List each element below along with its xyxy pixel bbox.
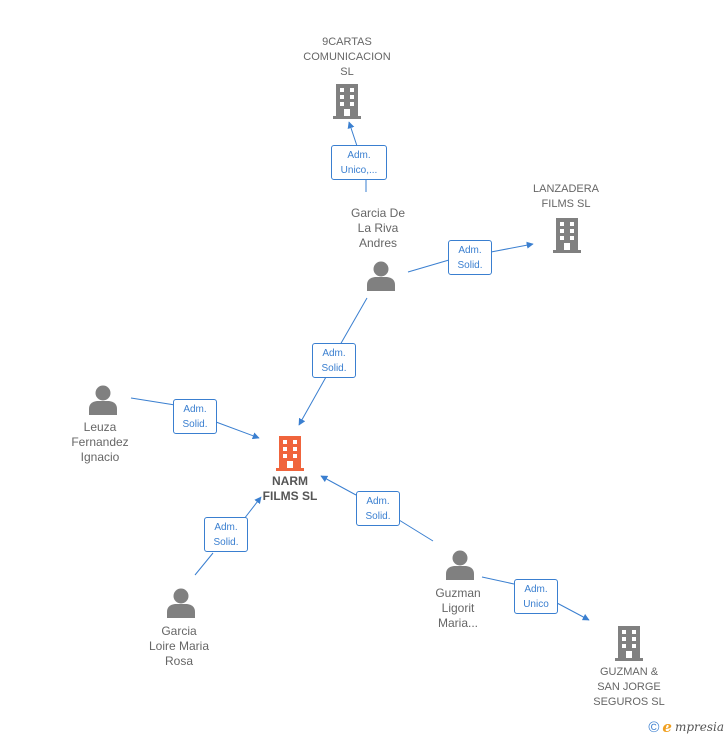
person-icon [367, 261, 395, 291]
node-label-guzman-seguros[interactable]: GUZMAN & SAN JORGE SEGUROS SL [593, 666, 665, 708]
brand-logo-initial: e [662, 718, 672, 736]
edge-label-adm-solid[interactable]: Adm. Solid. [448, 240, 492, 275]
node-label-leuza[interactable]: Leuza Fernandez Ignacio [71, 420, 129, 464]
person-icon [167, 588, 195, 618]
node-label-guzman-ligorit[interactable]: Guzman Ligorit Maria... [435, 586, 481, 630]
node-label-garcia-loire[interactable]: Garcia Loire Maria Rosa [148, 624, 210, 668]
edge-garcia-riva-to-narm [299, 297, 368, 425]
edge-label-adm-solid[interactable]: Adm. Solid. [204, 517, 248, 552]
edge-label-adm-unico[interactable]: Adm. Unico,... [331, 145, 387, 180]
node-label-9cartas[interactable]: 9CARTAS COMUNICACION SL [303, 36, 391, 78]
edge-label-adm-solid[interactable]: Adm. Solid. [312, 343, 356, 378]
edge-leuza-to-narm [130, 397, 259, 438]
node-label-narm[interactable]: NARM FILMS SL [262, 474, 318, 503]
edge-garcia-riva-to-lanzadera [407, 244, 533, 273]
edge-label-adm-solid[interactable]: Adm. Solid. [173, 399, 217, 434]
building-icon [615, 626, 643, 661]
brand-logo-text: mpresia [674, 720, 724, 734]
edge-label-adm-solid[interactable]: Adm. Solid. [356, 491, 400, 526]
building-icon-main [276, 436, 304, 471]
person-icon [446, 550, 474, 580]
building-icon [553, 218, 581, 253]
node-label-lanzadera[interactable]: LANZADERA FILMS SL [532, 183, 600, 210]
edge-guzman-ligorit-to-guzman-seguros [481, 576, 589, 620]
edge-guzman-ligorit-to-narm [321, 476, 434, 542]
edge-label-adm-unico[interactable]: Adm. Unico [514, 579, 558, 614]
copyright-icon: © [648, 718, 660, 736]
edge-garcia-loire-to-narm [194, 497, 261, 576]
building-icon [333, 84, 361, 119]
node-label-garcia-de-la-riva[interactable]: Garcia De La Riva Andres [350, 206, 406, 250]
person-icon [89, 385, 117, 415]
